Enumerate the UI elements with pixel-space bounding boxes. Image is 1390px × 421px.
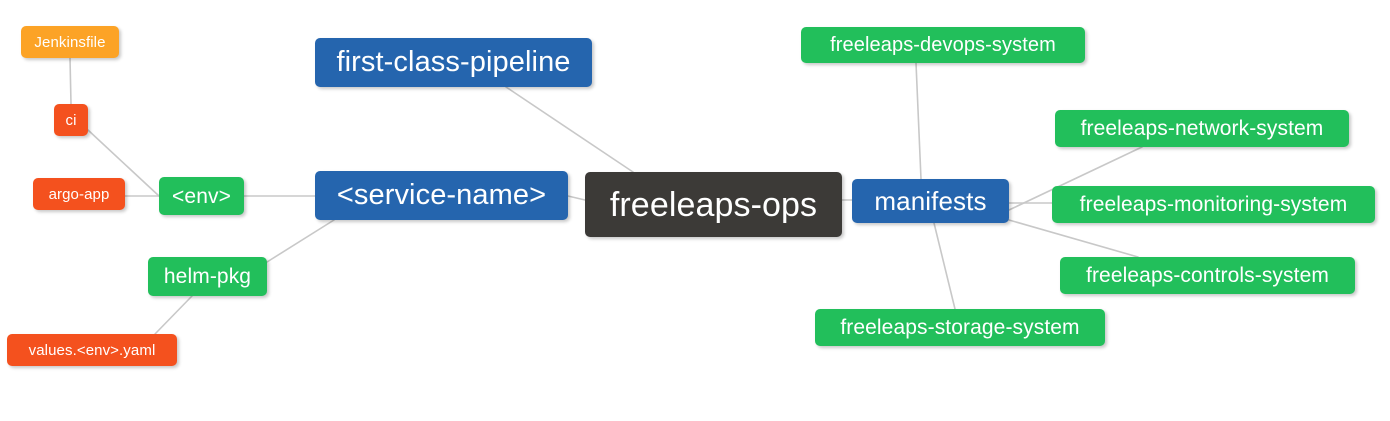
node-freeleaps-ops[interactable]: freeleaps-ops [585, 172, 842, 237]
node-label-ci: ci [65, 111, 77, 129]
node-freeleaps-devops-system[interactable]: freeleaps-devops-system [801, 27, 1085, 63]
edge-helm-pkg-to-service-name [266, 219, 335, 263]
node-jenkinsfile[interactable]: Jenkinsfile [21, 26, 119, 58]
node-label-freeleaps-monitoring-system: freeleaps-monitoring-system [1079, 193, 1348, 216]
node-first-class-pipeline[interactable]: first-class-pipeline [315, 38, 592, 87]
node-freeleaps-controls-system[interactable]: freeleaps-controls-system [1060, 257, 1355, 294]
node-helm-pkg[interactable]: helm-pkg [148, 257, 267, 296]
edge-manifests-to-freeleaps-devops-system [915, 62, 922, 180]
node-manifests[interactable]: manifests [852, 179, 1009, 223]
node-label-argo-app: argo-app [48, 185, 110, 203]
node-label-freeleaps-ops: freeleaps-ops [609, 185, 818, 224]
node-argo-app[interactable]: argo-app [33, 178, 125, 210]
node-ci[interactable]: ci [54, 104, 88, 136]
node-env[interactable]: <env> [159, 177, 244, 215]
edge-manifests-to-freeleaps-controls-system [1008, 219, 1139, 258]
node-label-helm-pkg: helm-pkg [163, 265, 252, 288]
node-label-jenkinsfile: Jenkinsfile [34, 33, 106, 51]
node-label-manifests: manifests [874, 186, 987, 216]
node-freeleaps-network-system[interactable]: freeleaps-network-system [1055, 110, 1349, 147]
node-label-freeleaps-controls-system: freeleaps-controls-system [1086, 264, 1329, 287]
edge-values-yaml-to-helm-pkg [154, 295, 193, 335]
node-label-freeleaps-network-system: freeleaps-network-system [1080, 117, 1324, 140]
edge-manifests-to-freeleaps-storage-system [933, 222, 956, 310]
node-values-yaml[interactable]: values.<env>.yaml [7, 334, 177, 366]
node-label-first-class-pipeline: first-class-pipeline [336, 46, 571, 78]
node-label-service-name: <service-name> [336, 179, 547, 211]
edge-service-name-to-freeleaps-ops [567, 195, 586, 201]
node-label-freeleaps-storage-system: freeleaps-storage-system [840, 316, 1080, 339]
node-service-name[interactable]: <service-name> [315, 171, 568, 220]
edge-first-class-pipeline-to-freeleaps-ops [505, 86, 634, 173]
node-freeleaps-monitoring-system[interactable]: freeleaps-monitoring-system [1052, 186, 1375, 223]
node-freeleaps-storage-system[interactable]: freeleaps-storage-system [815, 309, 1105, 346]
edge-jenkinsfile-to-ci [69, 57, 72, 105]
node-label-values-yaml: values.<env>.yaml [28, 341, 156, 359]
node-label-env: <env> [172, 184, 231, 208]
node-label-freeleaps-devops-system: freeleaps-devops-system [830, 34, 1056, 56]
